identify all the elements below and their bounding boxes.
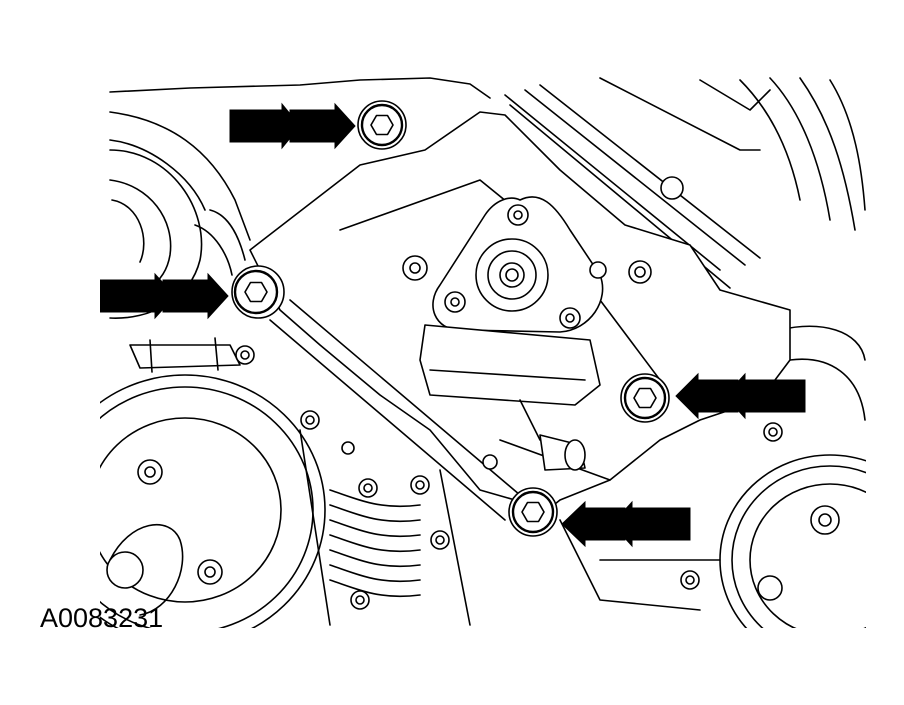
- pump-body: [419, 324, 601, 471]
- bolt-left: [231, 265, 285, 319]
- bolt-lower: [508, 487, 558, 537]
- figure-id-label: A0083231: [40, 603, 164, 633]
- arrow-right: [675, 372, 806, 420]
- triangular-flange: [432, 196, 607, 333]
- arrow-upper-left: [229, 102, 356, 150]
- bolt-right: [620, 373, 670, 423]
- arrow-left: [99, 272, 229, 320]
- arrow-lower: [561, 500, 691, 548]
- bolt-upper-left: [357, 100, 407, 150]
